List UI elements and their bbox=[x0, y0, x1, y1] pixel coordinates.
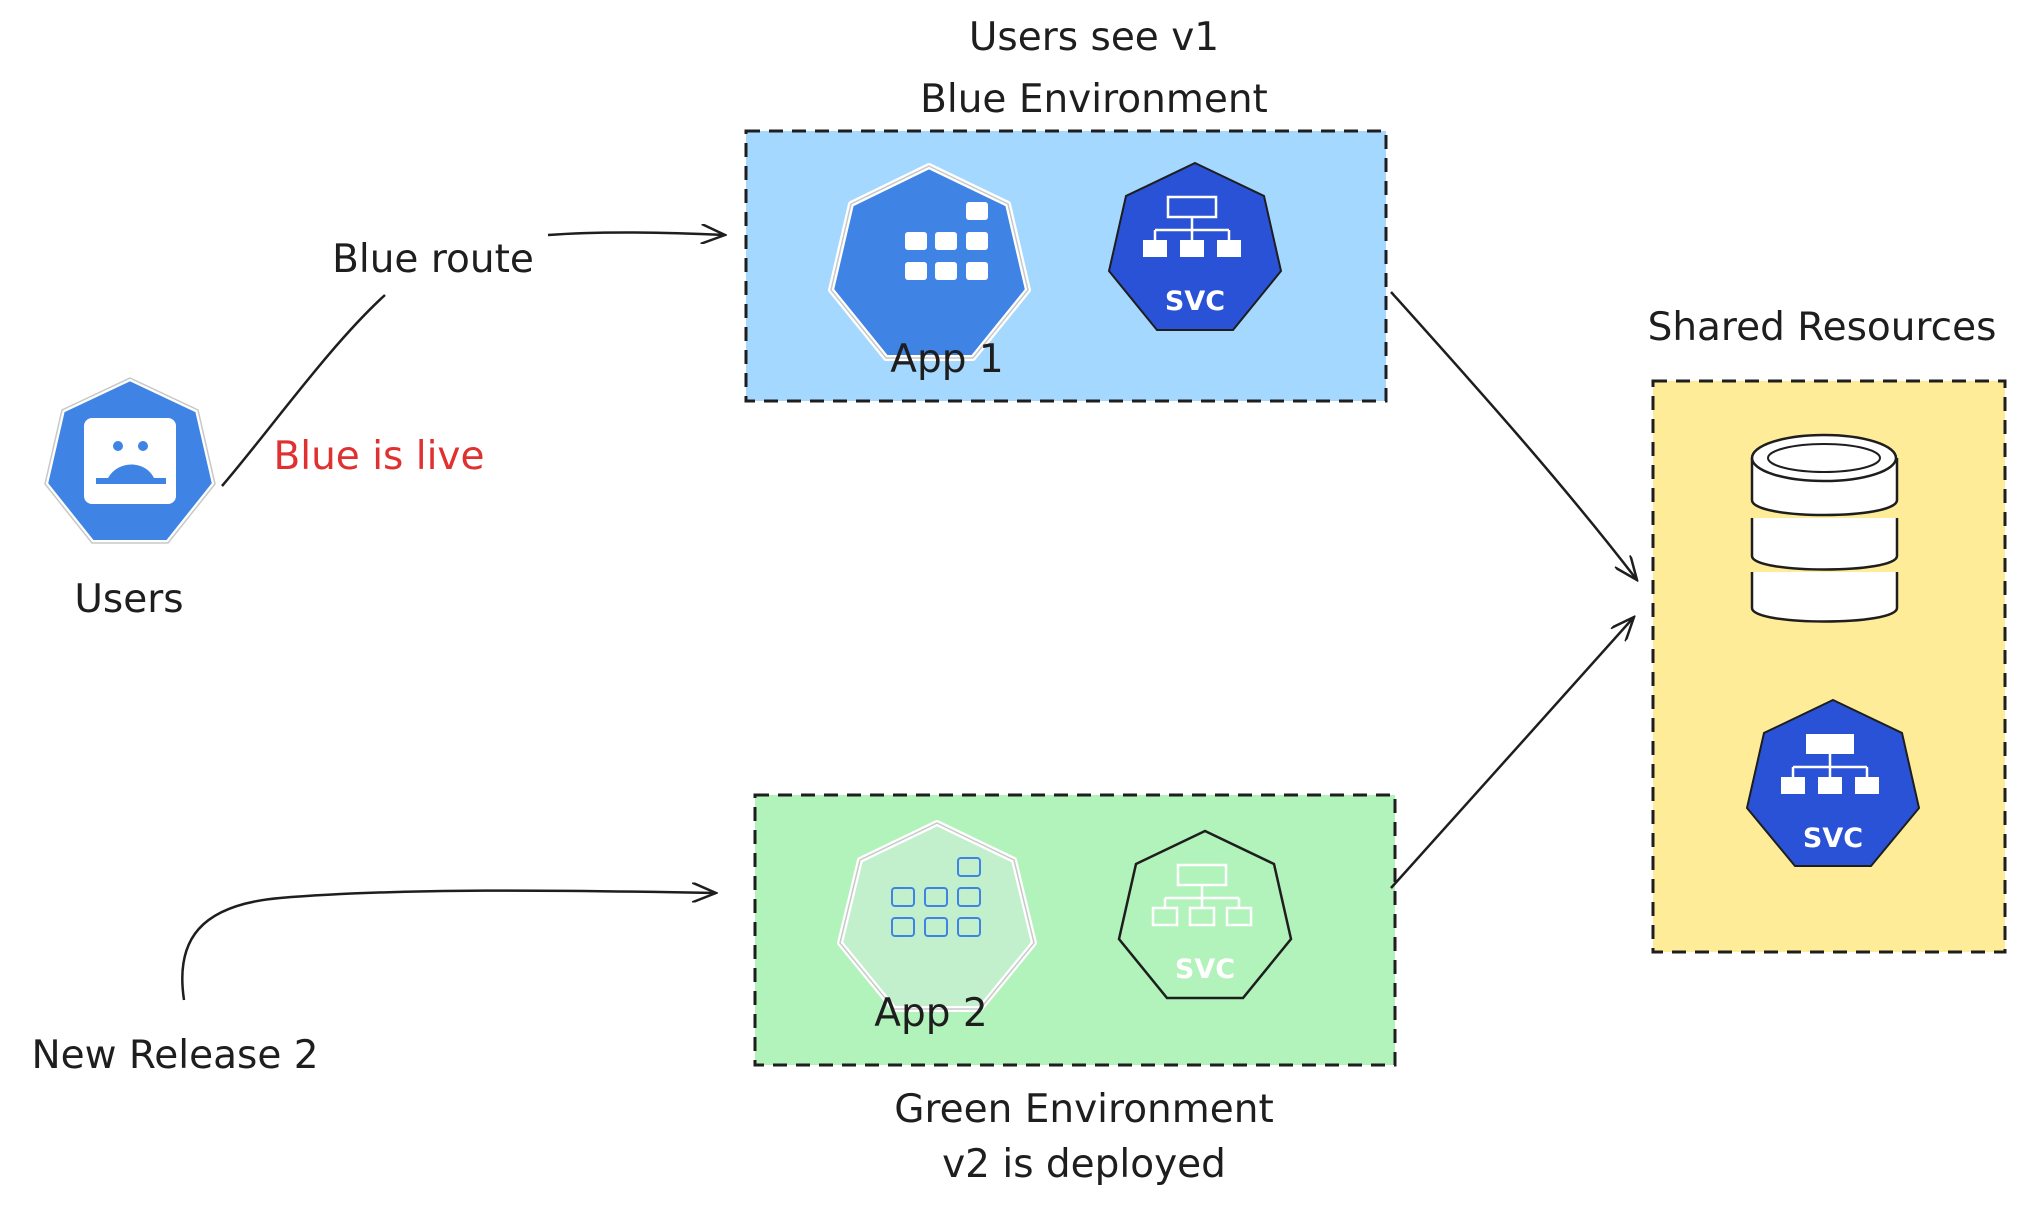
app2-deployment-icon bbox=[837, 820, 1037, 1012]
app1-label: App 1 bbox=[890, 337, 1003, 382]
blue-route-arrow bbox=[547, 232, 725, 235]
new-release-label: New Release 2 bbox=[31, 1033, 318, 1078]
blue-is-live-label: Blue is live bbox=[274, 434, 485, 479]
app1-deployment-icon bbox=[828, 163, 1031, 361]
blue-route-label: Blue route bbox=[332, 237, 534, 282]
database-icon bbox=[1750, 433, 1899, 623]
new-release-arrow bbox=[181, 891, 716, 1001]
green-svc-label: SVC bbox=[1175, 954, 1235, 985]
app2-label: App 2 bbox=[874, 991, 987, 1036]
green-environment-title: Green Environment bbox=[894, 1087, 1274, 1132]
blue-svc-label: SVC bbox=[1165, 286, 1225, 317]
v2-deployed-label: v2 is deployed bbox=[942, 1142, 1226, 1187]
shared-service-icon: SVC bbox=[1745, 698, 1921, 867]
users-label: Users bbox=[74, 577, 183, 622]
blue-to-shared-arrow bbox=[1390, 291, 1637, 580]
shared-resources-title: Shared Resources bbox=[1648, 305, 1997, 350]
users-see-label: Users see v1 bbox=[969, 15, 1219, 60]
green-env-service-icon: SVC bbox=[1117, 829, 1293, 1000]
shared-svc-label: SVC bbox=[1803, 823, 1863, 854]
users-icon bbox=[42, 375, 218, 546]
blue-route-connector bbox=[221, 294, 386, 487]
blue-environment-title: Blue Environment bbox=[920, 77, 1268, 122]
blue-env-service-icon: SVC bbox=[1107, 161, 1283, 331]
green-to-shared-arrow bbox=[1390, 617, 1634, 889]
